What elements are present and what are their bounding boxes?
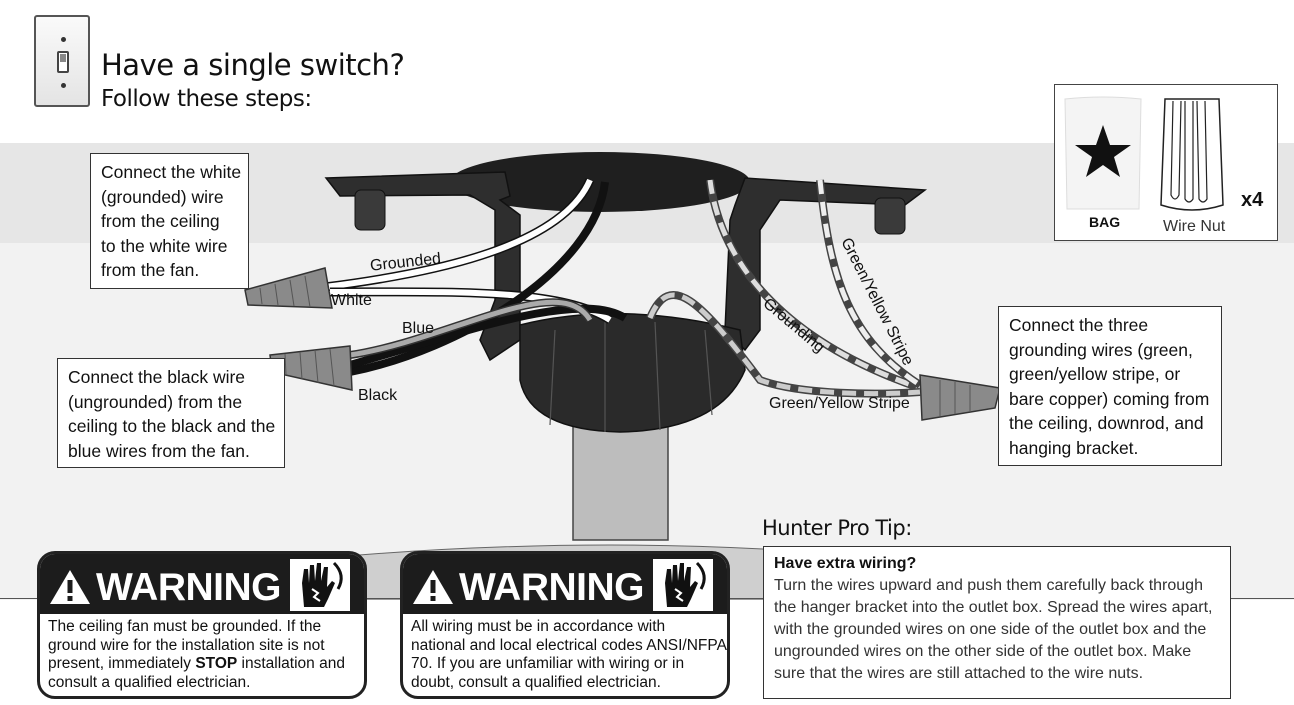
warning-line: The ceiling fan must be grounded. If the	[48, 618, 322, 635]
warning-triangle-icon	[413, 570, 453, 604]
bag-label: BAG	[1089, 214, 1121, 230]
warning-triangle-icon	[50, 570, 90, 604]
hand-shock-icon	[653, 559, 713, 611]
warning-title: WARNING	[459, 566, 645, 609]
star-icon	[1075, 125, 1131, 177]
callout-line: Connect the white	[101, 162, 242, 182]
callout-white-wire: Connect the white (grounded) wire from t…	[90, 153, 249, 289]
warning-box-grounding: WARNING The ceiling fan must be grounded…	[37, 551, 367, 699]
wire-nut-icon	[1160, 98, 1224, 211]
hanging-bracket-left	[324, 171, 521, 362]
warning-line: doubt, consult a qualified electrician.	[411, 673, 661, 691]
pro-tip-title: Hunter Pro Tip:	[762, 516, 912, 540]
wire-nut-label: Wire Nut	[1163, 218, 1226, 235]
callout-line: hanging bracket.	[1009, 437, 1139, 458]
label-white: White	[331, 292, 372, 309]
warning-text: The ceiling fan must be grounded. If the…	[48, 618, 345, 692]
callout-line: from the fan.	[101, 260, 200, 280]
downrod	[572, 419, 669, 541]
warning-title: WARNING	[96, 566, 282, 609]
callout-line: to the white wire	[101, 235, 228, 256]
bag-icon	[1064, 96, 1142, 210]
label-blue: Blue	[402, 320, 435, 337]
pro-tip-line: with the grounded wires on one side of t…	[774, 621, 1207, 638]
wire-nut-ground	[919, 374, 1001, 421]
callout-line: blue wires from the fan.	[68, 440, 250, 461]
switch-screw-top	[61, 37, 66, 42]
warning-box-codes: WARNING All wiring must be in accordance…	[400, 551, 730, 699]
pro-tip-box: Have extra wiring? Turn the wires upward…	[763, 546, 1231, 699]
callout-line: (ungrounded) from the	[68, 391, 243, 412]
hand-shock-icon	[290, 559, 350, 611]
warning-line: All wiring must be in accordance with	[411, 618, 666, 635]
pro-tip-line: sure that the wires are still attached t…	[774, 665, 1144, 682]
label-green-yellow-bottom: Green/Yellow Stripe	[769, 395, 910, 412]
callout-line: (grounded) wire	[101, 186, 224, 207]
warning-line: national and local electrical codes ANSI…	[411, 636, 727, 654]
callout-ground-wires: Connect the three grounding wires (green…	[998, 306, 1222, 466]
pro-tip-question: Have extra wiring?	[774, 555, 917, 572]
warning-line: consult a qualified electrician.	[48, 673, 251, 691]
callout-line: green/yellow stripe, or	[1009, 364, 1181, 384]
hanger-ball	[519, 312, 746, 433]
callout-line: Connect the black wire	[68, 367, 246, 387]
callout-line: bare copper) coming from	[1009, 388, 1210, 409]
black-wire-ceiling	[349, 181, 609, 376]
callout-line: the ceiling, downrod, and	[1009, 413, 1204, 433]
callout-black-wire: Connect the black wire (ungrounded) from…	[57, 358, 285, 468]
ceiling-outlet-box	[450, 152, 750, 212]
black-wire-fan	[348, 304, 628, 369]
pro-tip-line: the hanger bracket into the outlet box. …	[774, 599, 1213, 616]
bracket-screw-left	[354, 189, 386, 231]
warning-header: WARNING	[40, 554, 364, 614]
callout-line: Connect the three	[1009, 315, 1149, 335]
warning-stop-emphasis: STOP	[195, 655, 238, 672]
quantity-label: x4	[1241, 189, 1264, 211]
wire-nut-white	[244, 267, 333, 309]
warning-line: 70. If you are unfamiliar with wiring or…	[411, 655, 685, 672]
callout-line: grounding wires (green,	[1009, 339, 1193, 360]
callout-line: from the ceiling	[101, 211, 220, 231]
label-black: Black	[358, 387, 398, 404]
warning-text: All wiring must be in accordance with na…	[411, 618, 727, 692]
light-switch-icon	[34, 15, 90, 107]
page-subtitle: Follow these steps:	[101, 86, 312, 112]
warning-text-part: present, immediately	[48, 655, 196, 672]
warning-text-part: installation and	[237, 655, 345, 672]
warning-line: present, immediately STOP installation a…	[48, 655, 345, 674]
switch-screw-bottom	[61, 83, 66, 88]
page-title: Have a single switch?	[101, 48, 405, 82]
callout-line: ceiling to the black and the	[68, 416, 276, 436]
bracket-screw-right	[874, 197, 906, 235]
warning-line: ground wire for the installation site is…	[48, 636, 325, 654]
pro-tip-line: Turn the wires upward and push them care…	[774, 577, 1203, 594]
pro-tip-line: ungrounded wires on the other side of th…	[774, 643, 1192, 660]
switch-toggle	[57, 51, 69, 73]
warning-header: WARNING	[403, 554, 727, 614]
parts-box: BAG Wire Nut x4	[1054, 84, 1278, 241]
